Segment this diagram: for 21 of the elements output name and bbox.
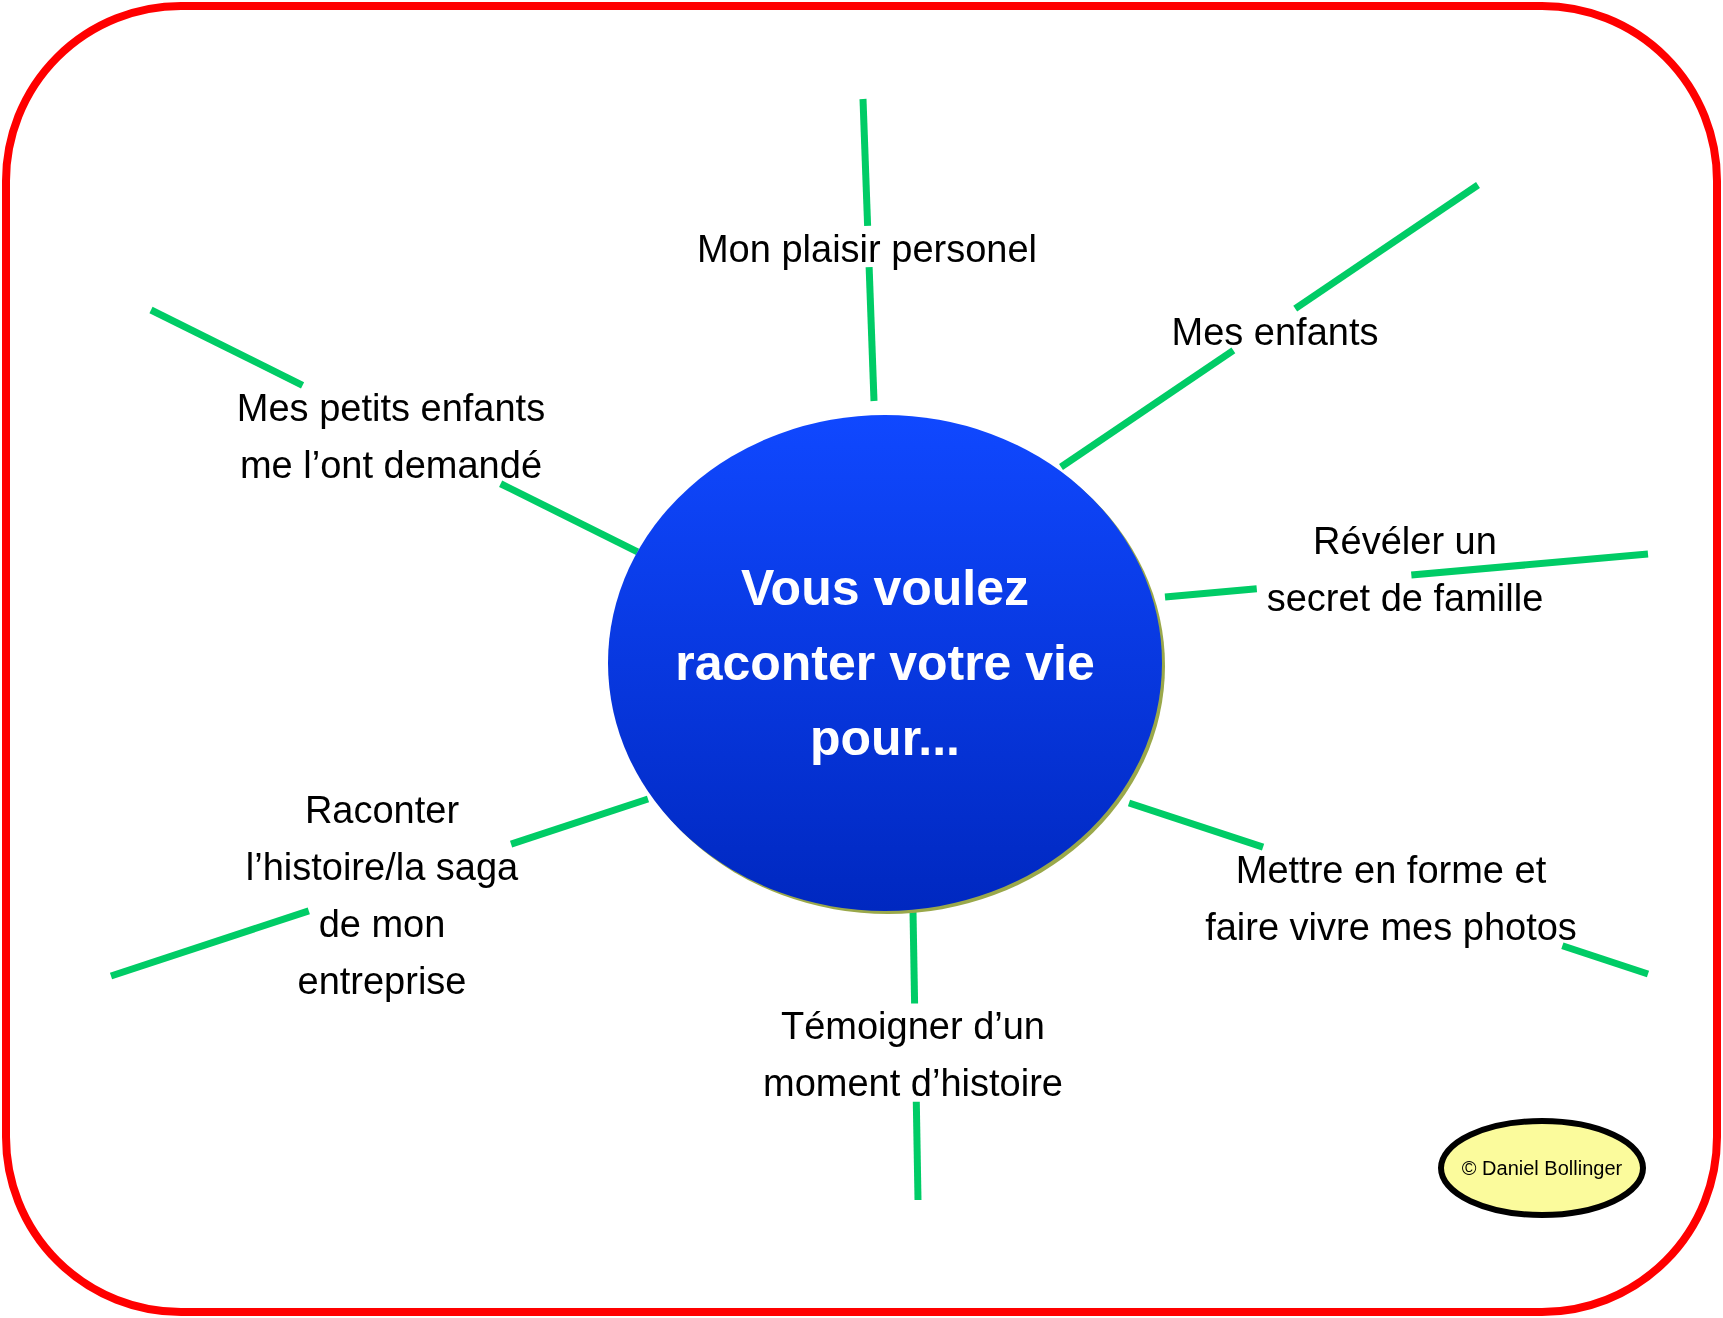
- connector-line: [912, 1101, 922, 1201]
- connector-line: [1059, 347, 1236, 470]
- connector-line: [1164, 585, 1258, 601]
- idea-label: Mettre en forme et faire vivre mes photos: [1201, 842, 1581, 956]
- idea-label: Témoigner d’un moment d’histoire: [748, 998, 1078, 1112]
- idea-label: Raconter l’histoire/la saga de mon entreprise: [229, 782, 535, 1010]
- central-question: Vous voulez raconter votre vie pour...: [674, 558, 1096, 768]
- idea-label: Mon plaisir personel: [627, 220, 1107, 278]
- connector-line: [1561, 942, 1650, 978]
- idea-label: Révéler un secret de famille: [1260, 513, 1550, 627]
- connector-line: [1293, 182, 1480, 312]
- connector-line: [1127, 799, 1265, 851]
- connector-line: [909, 910, 919, 1004]
- connector-line: [109, 907, 310, 980]
- connector-line: [499, 480, 640, 555]
- idea-label: Mes enfants: [1115, 303, 1435, 361]
- connector-line: [509, 795, 650, 848]
- copyright-notice: © Daniel Bollinger: [1461, 1156, 1623, 1180]
- copyright-badge: [1437, 1117, 1647, 1219]
- connector-line: [149, 306, 305, 389]
- idea-label: Mes petits enfants me l’ont demandé: [206, 380, 576, 494]
